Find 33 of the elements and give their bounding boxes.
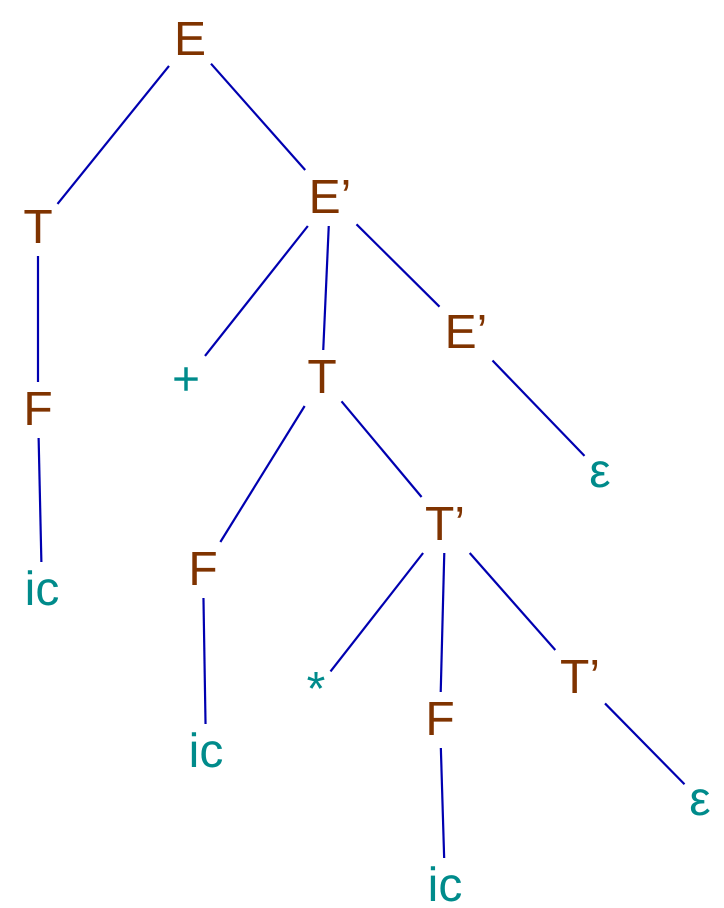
terminal-symbol: ic bbox=[424, 860, 466, 908]
nonterminal-symbol: E bbox=[171, 14, 209, 66]
terminal-symbol: ic bbox=[186, 726, 226, 778]
nonterminal-symbol: F bbox=[20, 384, 56, 436]
nonterminal-symbol: T bbox=[304, 352, 340, 404]
nonterminal-symbol: T bbox=[20, 202, 56, 254]
tree-branch-line bbox=[440, 552, 446, 692]
terminal-symbol: ε bbox=[686, 774, 714, 826]
terminal-symbol: + bbox=[168, 354, 204, 406]
tree-branch-line bbox=[56, 65, 170, 205]
tree-branch-line bbox=[322, 226, 330, 350]
tree-branch-line bbox=[492, 360, 586, 457]
tree-branch-line bbox=[202, 598, 207, 724]
nonterminal-symbol: T’ bbox=[422, 499, 468, 551]
nonterminal-symbol: F bbox=[422, 694, 458, 746]
tree-branch-line bbox=[340, 400, 422, 498]
tree-branch-line bbox=[204, 225, 309, 357]
tree-branch-line bbox=[468, 552, 556, 651]
tree-branch-line bbox=[604, 702, 686, 786]
terminal-symbol: * bbox=[304, 664, 328, 716]
nonterminal-symbol: E’ bbox=[442, 307, 490, 359]
tree-branch-line bbox=[36, 256, 40, 382]
nonterminal-symbol: T’ bbox=[557, 652, 603, 704]
nonterminal-symbol: F bbox=[185, 544, 221, 596]
tree-branch-line bbox=[440, 748, 446, 858]
tree-branch-line bbox=[210, 62, 306, 171]
terminal-symbol: ε bbox=[586, 446, 614, 498]
tree-branch-line bbox=[356, 224, 440, 308]
nonterminal-symbol: E’ bbox=[306, 172, 354, 224]
tree-branch-line bbox=[330, 552, 424, 672]
tree-branch-line bbox=[38, 438, 42, 562]
tree-branch-line bbox=[219, 405, 306, 543]
terminal-symbol: ic bbox=[22, 564, 62, 616]
